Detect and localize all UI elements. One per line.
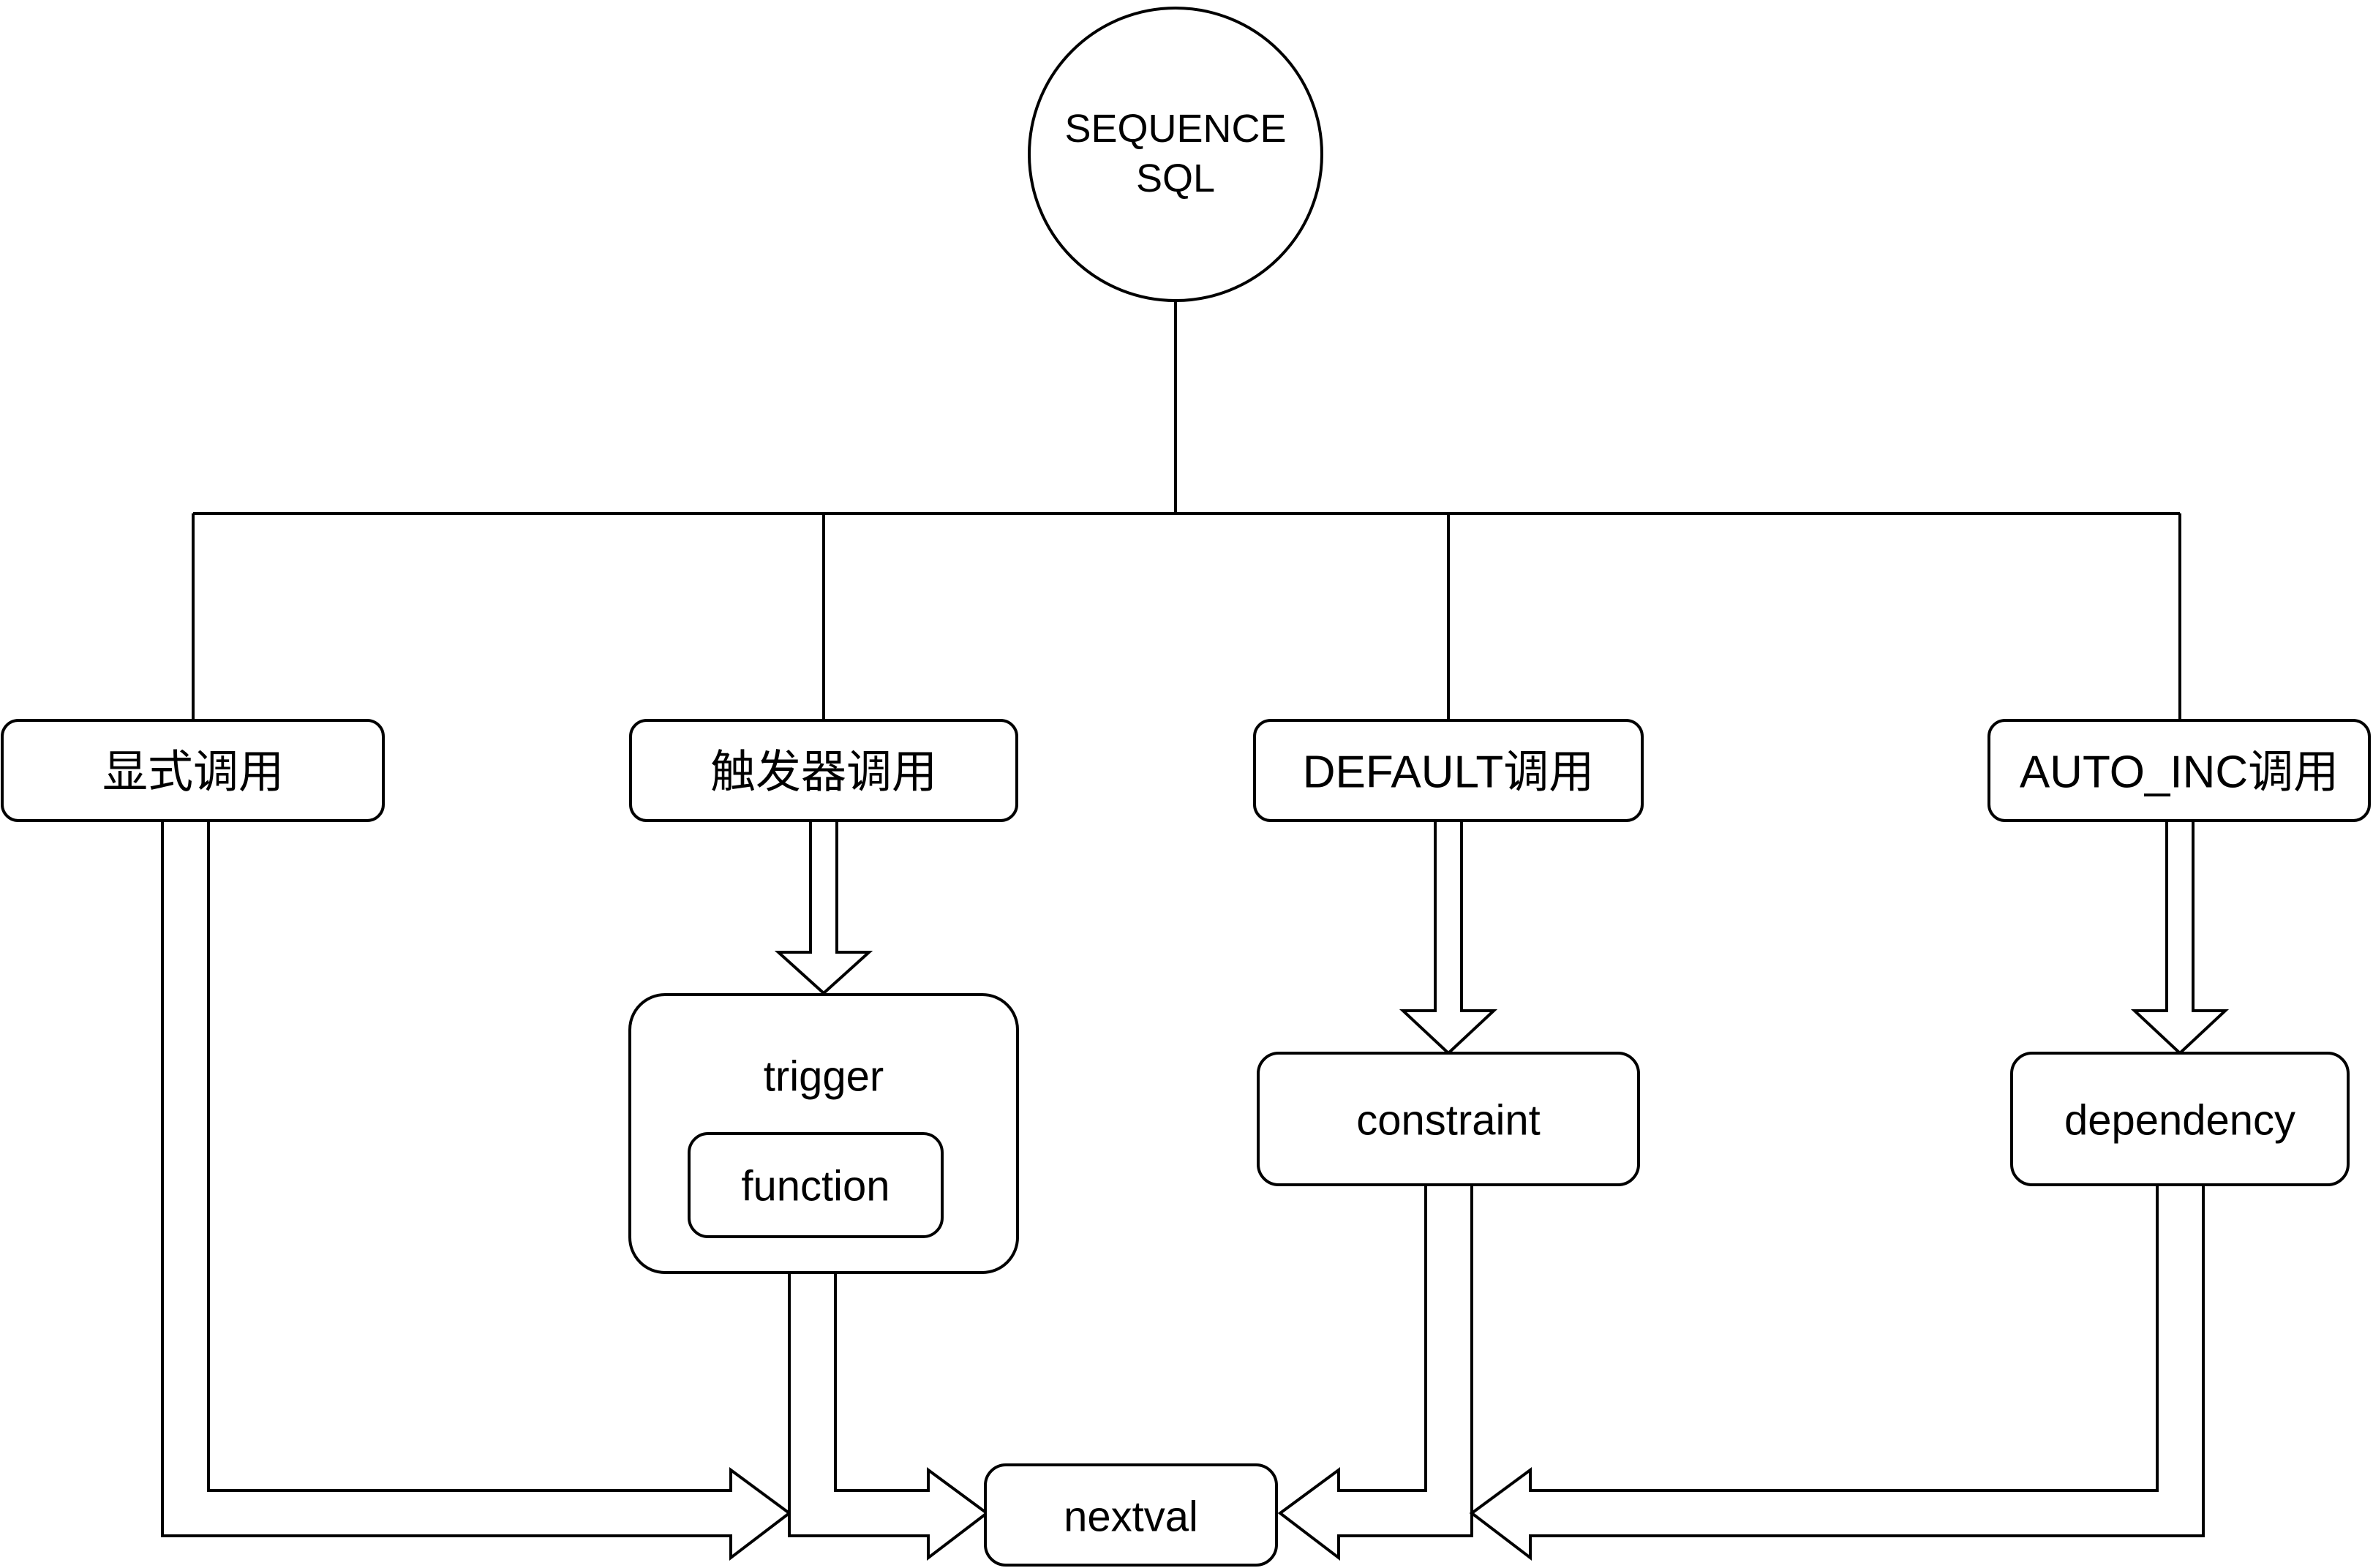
root-label-line1: SEQUENCE: [1064, 107, 1286, 151]
dependency-box: [2010, 1052, 2350, 1186]
trigger-label: trigger: [764, 1053, 884, 1101]
node-trigger-call: 触发器调用: [629, 719, 1018, 822]
arrow-default-call-to-constraint: [1399, 821, 1498, 1055]
node-explicit-call: 显式调用: [1, 719, 385, 822]
arrow-trigger-to-nextval: [788, 1273, 990, 1561]
default-call-box: [1253, 719, 1644, 822]
root-circle: [1028, 7, 1323, 302]
constraint-label: constraint: [1356, 1097, 1540, 1145]
function-label: function: [741, 1163, 890, 1210]
function-box: [688, 1132, 944, 1238]
explicit-call-box: [1, 719, 385, 822]
constraint-box: [1257, 1052, 1640, 1186]
dependency-label: dependency: [2064, 1097, 2295, 1145]
root-label-line2: SQL: [1136, 157, 1215, 200]
tree-connectors: [192, 301, 2181, 720]
arrow-trigger-call-to-trigger: [774, 821, 873, 995]
node-constraint: constraint: [1257, 1052, 1640, 1186]
arrow-dependency-to-nextval: [1469, 1185, 2205, 1561]
node-dependency: dependency: [2010, 1052, 2350, 1186]
trigger-call-box: [629, 719, 1018, 822]
arrow-constraint-to-nextval: [1277, 1185, 1473, 1561]
node-function: function: [688, 1132, 944, 1238]
middle-row: trigger function constraint dependency: [628, 993, 2350, 1274]
arrow-auto-inc-call-to-dependency: [2130, 821, 2230, 1055]
auto-inc-call-box: [1987, 719, 2371, 822]
node-trigger: trigger function: [628, 993, 1019, 1274]
nextval-label: nextval: [1064, 1493, 1198, 1541]
branch-row: 显式调用 触发器调用 DEFAULT调用 AUTO_INC调用: [1, 719, 2371, 822]
explicit-call-label: 显式调用: [102, 747, 284, 798]
node-default-call: DEFAULT调用: [1253, 719, 1644, 822]
trigger-call-label: 触发器调用: [710, 747, 937, 798]
auto-inc-call-label: AUTO_INC调用: [2020, 747, 2339, 798]
nextval-box: [984, 1463, 1278, 1567]
node-auto-inc-call: AUTO_INC调用: [1987, 719, 2371, 822]
nextval-connectors: [161, 821, 2205, 1561]
default-call-label: DEFAULT调用: [1303, 747, 1594, 798]
node-nextval: nextval: [984, 1463, 1278, 1567]
node-root: SEQUENCE SQL: [1028, 7, 1323, 302]
